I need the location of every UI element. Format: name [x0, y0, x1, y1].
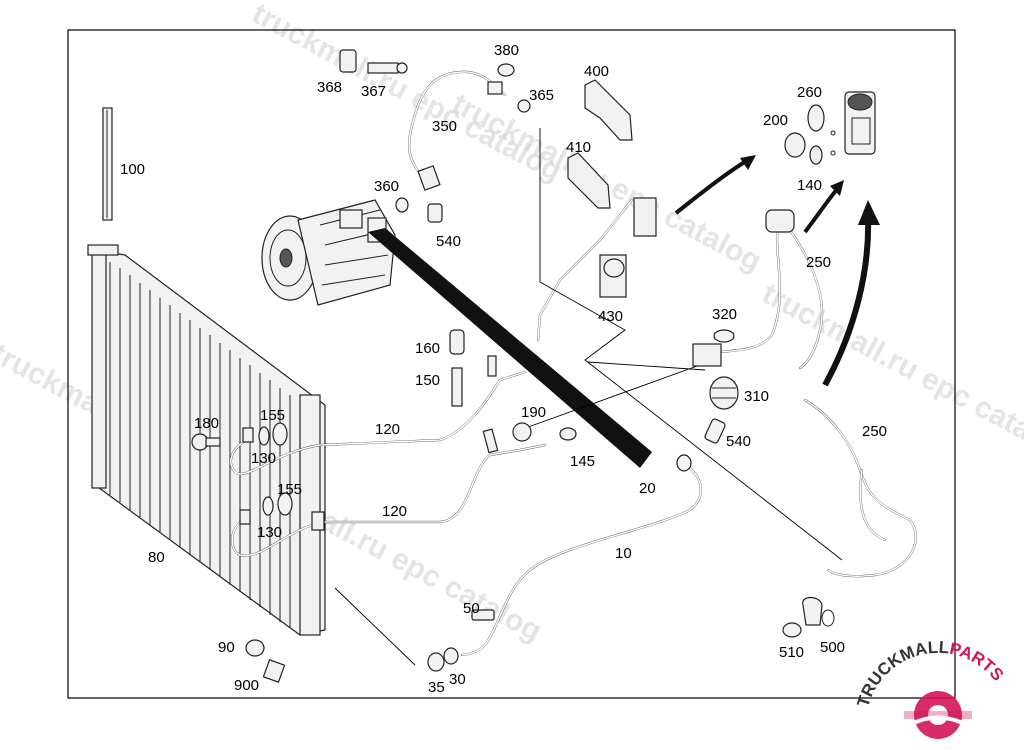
label-367: 367 — [361, 83, 386, 100]
label-310: 310 — [744, 388, 769, 405]
label-145: 145 — [570, 453, 595, 470]
diagram-frame — [67, 29, 956, 699]
label-35: 35 — [428, 679, 445, 696]
liquid-line — [536, 197, 657, 342]
label-500: 500 — [820, 639, 845, 656]
hose-250-lower — [803, 398, 917, 578]
label-200: 200 — [763, 112, 788, 129]
label-180: 180 — [194, 415, 219, 432]
label-90: 90 — [218, 639, 235, 656]
label-20: 20 — [639, 480, 656, 497]
label-350: 350 — [432, 118, 457, 135]
fittings-middle — [449, 329, 577, 442]
label-368: 368 — [317, 79, 342, 96]
brand-name-right: PARTS — [948, 639, 1008, 685]
label-900: 900 — [234, 677, 259, 694]
watermark-text: truckmall.ru epc catalog — [247, 0, 567, 188]
label-400: 400 — [584, 63, 609, 80]
label-510: 510 — [779, 644, 804, 661]
label-155-upper: 155 — [260, 407, 285, 424]
label-100: 100 — [120, 161, 145, 178]
label-10: 10 — [615, 545, 632, 562]
label-360: 360 — [374, 178, 399, 195]
hose-10 — [460, 454, 702, 657]
leader-lines — [334, 128, 843, 666]
label-365: 365 — [529, 87, 554, 104]
label-150: 150 — [415, 372, 440, 389]
clips — [782, 596, 835, 638]
hose-250-upper — [692, 209, 823, 370]
label-80: 80 — [148, 549, 165, 566]
label-130-lower: 130 — [257, 524, 282, 541]
label-320: 320 — [712, 306, 737, 323]
fittings-bottom — [245, 609, 495, 683]
label-130-upper: 130 — [251, 450, 276, 467]
fittings-left — [191, 422, 325, 531]
label-250-upper: 250 — [806, 254, 831, 271]
expansion-valve — [784, 91, 876, 165]
compressor — [261, 199, 396, 306]
label-250-lower: 250 — [862, 423, 887, 440]
condenser-fins — [109, 262, 291, 628]
label-540-lower: 540 — [726, 433, 751, 450]
fittings-right — [704, 329, 739, 444]
hose-120-lower — [231, 428, 547, 557]
label-155-lower: 155 — [277, 481, 302, 498]
curved-arrows — [674, 155, 880, 387]
brackets — [567, 79, 633, 298]
label-540-top: 540 — [436, 233, 461, 250]
drier-cartridge — [102, 107, 113, 221]
label-190: 190 — [521, 404, 546, 421]
watermark-text: truckmall.ru epc catalog — [757, 277, 1024, 468]
gear-icon — [904, 691, 972, 739]
hose-120-upper — [229, 355, 527, 475]
label-140: 140 — [797, 177, 822, 194]
label-120-upper: 120 — [375, 421, 400, 438]
fittings-top — [339, 49, 531, 223]
label-380: 380 — [494, 42, 519, 59]
label-410: 410 — [566, 139, 591, 156]
brand-logo: TRUCKMALLPARTS — [854, 638, 1008, 739]
hose-350 — [407, 70, 507, 191]
label-30: 30 — [449, 671, 466, 688]
label-120-lower: 120 — [382, 503, 407, 520]
label-50: 50 — [463, 600, 480, 617]
part-labels: 380 400 368 367 365 260 350 200 410 100 … — [120, 42, 887, 696]
label-160: 160 — [415, 340, 440, 357]
label-430: 430 — [598, 308, 623, 325]
label-260: 260 — [797, 84, 822, 101]
